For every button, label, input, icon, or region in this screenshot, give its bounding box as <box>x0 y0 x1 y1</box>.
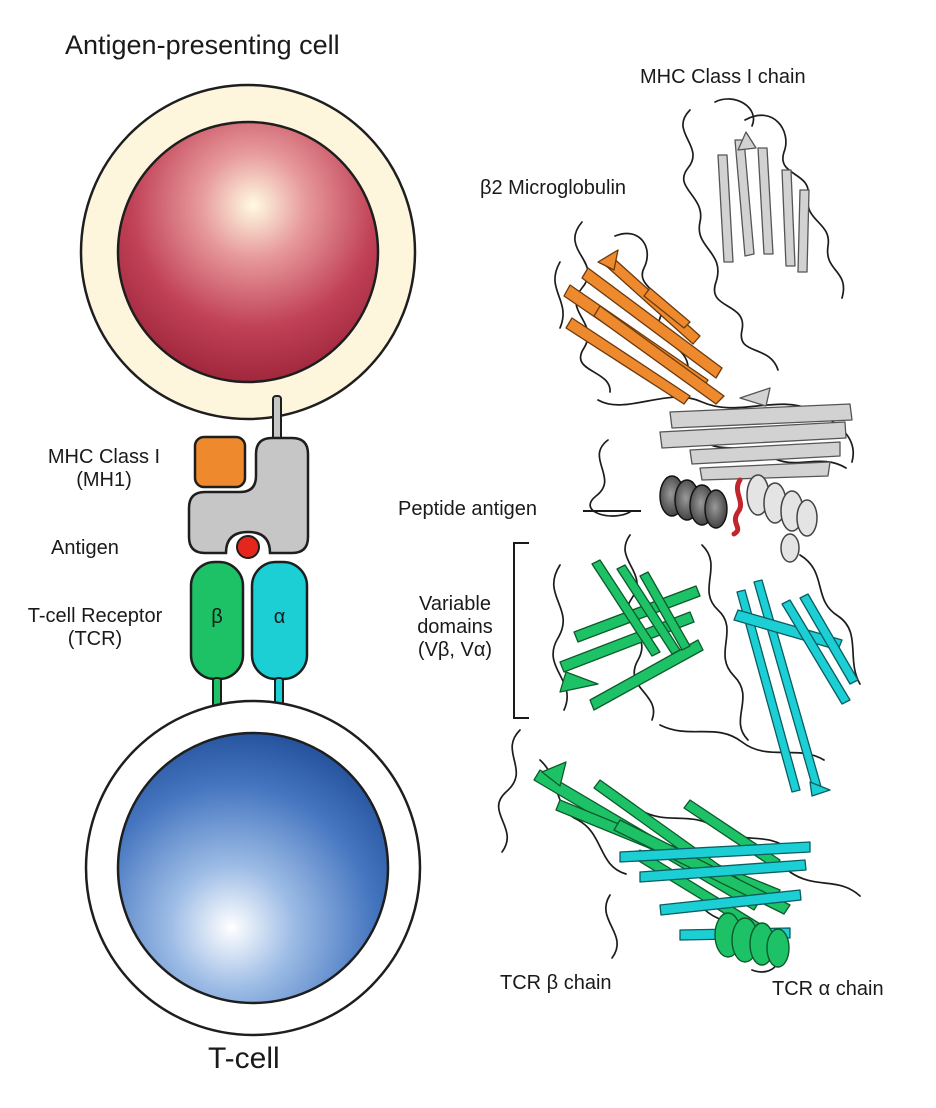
tcr-alpha-chain-label: TCR α chain <box>772 978 884 1000</box>
antigen-dot <box>236 535 260 559</box>
apc-nucleus <box>116 120 380 384</box>
variable-domains-label: Variable domains (Vβ, Vα) <box>400 593 510 662</box>
mhc-class-i-label: MHC Class I (MH1) <box>20 446 188 492</box>
tcr-alpha-symbol: α <box>273 606 286 628</box>
tcr-label-line2: (TCR) <box>67 628 123 650</box>
tcell-label: T-cell <box>208 1042 280 1075</box>
tcr-label: T-cell Receptor (TCR) <box>5 605 185 651</box>
tcr-beta-symbol: β <box>211 606 223 628</box>
mhc-chain-label: MHC Class I chain <box>640 66 806 88</box>
variable-domains-line3: (Vβ, Vα) <box>417 639 493 661</box>
tcell-nucleus <box>116 731 390 1005</box>
mhc-class-i-label-line2: (MH1) <box>76 469 132 491</box>
b2m-label: β2 Microglobulin <box>480 177 627 199</box>
b2m-orange-block <box>193 435 247 489</box>
antigen-label: Antigen <box>51 537 119 559</box>
variable-domains-line1: Variable <box>419 593 491 615</box>
peptide-antigen-label: Peptide antigen <box>398 498 538 520</box>
mhc-class-i-shape <box>187 436 310 555</box>
tcr-beta-chain-label: TCR β chain <box>500 972 612 994</box>
apc-title: Antigen-presenting cell <box>65 30 340 60</box>
protein-structure <box>497 98 861 973</box>
tcr-label-line1: T-cell Receptor <box>27 605 163 627</box>
variable-domains-bracket <box>513 542 529 719</box>
mhc-class-i-label-line1: MHC Class I <box>47 446 161 468</box>
variable-domains-line2: domains <box>417 616 493 638</box>
